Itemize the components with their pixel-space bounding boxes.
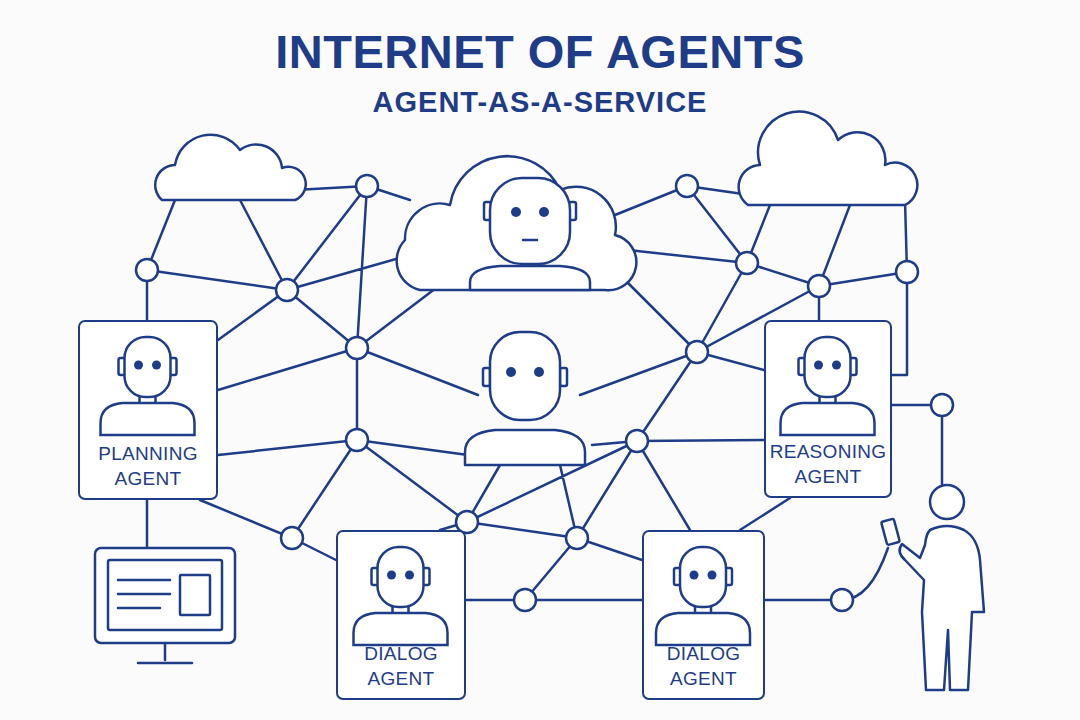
cloud-center — [397, 156, 637, 290]
network-node — [136, 259, 158, 281]
network-node — [931, 394, 953, 416]
network-node — [736, 252, 758, 274]
robot-eye — [814, 361, 823, 370]
robot-neck — [140, 397, 156, 403]
robot-shoulders — [781, 403, 875, 435]
agent-label-group: DIALOG AGENT — [341, 641, 461, 691]
monitor-screen — [108, 560, 222, 630]
robot-head — [490, 332, 560, 420]
agent-box: REASONING AGENT — [764, 320, 892, 498]
robot-mouth — [523, 239, 537, 242]
robot-icon-frame — [766, 322, 889, 442]
network-node — [676, 175, 698, 197]
robot-head — [490, 178, 570, 264]
agent-box: DIALOG AGENT — [336, 530, 466, 700]
robot-shoulders — [656, 613, 750, 645]
robot-shoulders — [465, 430, 585, 465]
network-node — [808, 275, 830, 297]
robot-icon — [656, 547, 750, 645]
cloud-right — [739, 112, 918, 205]
robot-eye — [690, 571, 699, 580]
robot-neck — [393, 607, 409, 613]
agent-label-group: DIALOG AGENT — [647, 641, 760, 691]
robot-eye — [387, 571, 396, 580]
robot-neck — [820, 397, 836, 403]
cloud-left — [155, 135, 306, 200]
robot-icon-frame — [338, 532, 463, 652]
robot-eye — [539, 207, 549, 217]
robot-eye — [534, 367, 544, 377]
robot-eye — [832, 361, 841, 370]
network-node — [356, 175, 378, 197]
network-node — [276, 279, 298, 301]
robot-eye — [152, 361, 161, 370]
robot-shoulders — [354, 613, 448, 645]
robot-shoulders — [101, 403, 195, 435]
phone — [881, 519, 900, 546]
agent-box: DIALOG AGENT — [642, 530, 765, 700]
robot-shoulders — [470, 266, 590, 290]
robot-eye — [134, 361, 143, 370]
robot-icon-frame — [80, 322, 215, 442]
robot-icon — [781, 337, 875, 435]
network-node — [346, 337, 368, 359]
network-node — [346, 429, 368, 451]
network-node — [896, 261, 918, 283]
robot-neck — [695, 607, 711, 613]
robot-eye — [511, 207, 521, 217]
network-node — [281, 527, 303, 549]
agent-label: REASONING AGENT — [769, 439, 887, 489]
agent-label: PLANNING AGENT — [83, 441, 213, 491]
monitor-stand — [138, 643, 192, 663]
agent-label: DIALOG AGENT — [647, 641, 760, 691]
person-body — [900, 526, 984, 690]
robot-eye — [708, 571, 717, 580]
diagram-title: INTERNET OF AGENTS — [0, 28, 1080, 75]
network-node — [514, 589, 536, 611]
agent-box: PLANNING AGENT — [78, 320, 218, 500]
robot-icon — [354, 547, 448, 645]
robot-head — [125, 337, 171, 397]
subtitle: AGENT-AS-A-SERVICE — [0, 88, 1080, 117]
robot-head — [805, 337, 851, 397]
agent-label: DIALOG AGENT — [341, 641, 461, 691]
network-node — [566, 527, 588, 549]
person-head — [930, 485, 964, 519]
monitor-panel — [180, 575, 210, 615]
agent-label-group: REASONING AGENT — [769, 439, 887, 489]
network-node — [831, 589, 853, 611]
monitor-frame — [95, 548, 235, 643]
robot-head — [378, 547, 424, 607]
robot-icon — [101, 337, 195, 435]
agent-label-group: PLANNING AGENT — [83, 441, 213, 491]
robot-eye — [506, 367, 516, 377]
robot-icon-frame — [644, 532, 762, 652]
monitor-lines — [118, 580, 170, 608]
network-node — [686, 341, 708, 363]
robot-head — [680, 547, 726, 607]
robot-eye — [405, 571, 414, 580]
network-node — [626, 430, 648, 452]
